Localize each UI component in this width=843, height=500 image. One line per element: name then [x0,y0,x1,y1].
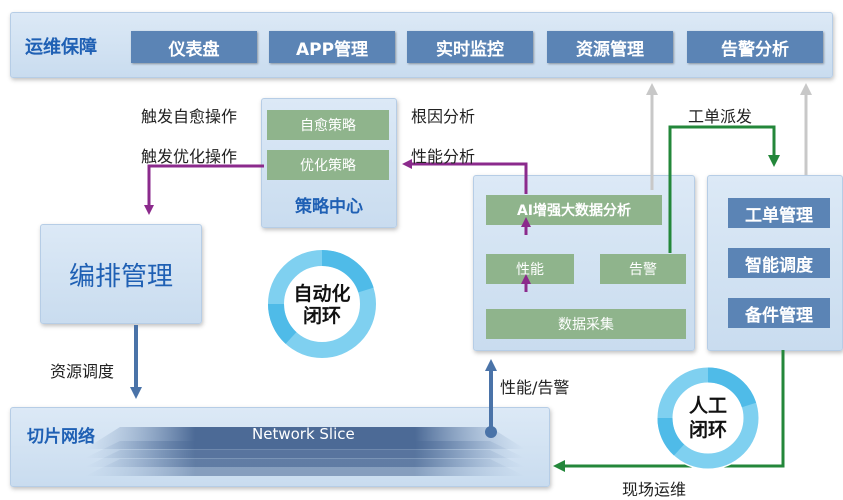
network-slice-stack [85,427,525,476]
work-order-panel: 工单管理 智能调度 备件管理 [707,175,843,351]
label-root-cause: 根因分析 [411,107,476,126]
label-ticket-dispatch: 工单派发 [688,107,753,126]
label-trigger-self-heal: 触发自愈操作 [141,107,238,126]
auto-loop-line2: 闭环 [302,305,341,327]
policy-center-title: 策略中心 [295,197,363,217]
top-bar-title: 运维保障 [25,37,97,58]
ai-analytics-panel: AI增强大数据分析 性能 告警 数据采集 [473,175,695,351]
green-flow-arrows [553,125,785,472]
manual-loop-ring-icon [656,366,760,470]
gray-up-arrows [646,83,812,190]
network-slice-label: Network Slice [252,425,355,443]
top-item-resource-management[interactable]: 资源管理 [547,31,673,63]
auto-loop-text: 自动化 闭环 [286,283,358,327]
manual-loop-text: 人工 闭环 [674,394,742,442]
manual-loop-line2: 闭环 [688,419,727,441]
purple-flow-arrows [144,159,531,292]
label-perf-analysis: 性能分析 [411,147,476,166]
optimize-policy[interactable]: 优化策略 [267,150,389,180]
manual-loop-line1: 人工 [688,395,727,417]
label-perf-alarm: 性能/告警 [500,378,570,397]
top-item-dashboard[interactable]: 仪表盘 [131,31,257,63]
work-order-management[interactable]: 工单管理 [728,198,830,228]
self-heal-policy[interactable]: 自愈策略 [267,110,389,140]
top-item-realtime-monitor[interactable]: 实时监控 [407,31,533,63]
data-collection-box[interactable]: 数据采集 [486,309,686,339]
auto-loop-line1: 自动化 [293,283,351,305]
auto-loop-ring-icon [267,249,377,359]
orchestration-title: 编排管理 [68,261,173,292]
label-field-ops: 现场运维 [622,480,687,499]
top-bar: 运维保障 仪表盘 APP管理 实时监控 资源管理 告警分析 [10,12,833,78]
ai-big-data-analysis[interactable]: AI增强大数据分析 [486,195,662,225]
top-item-alarm-analysis[interactable]: 告警分析 [687,31,823,63]
smart-scheduling[interactable]: 智能调度 [728,248,830,278]
label-resource-scheduling: 资源调度 [50,362,115,381]
spare-parts-management[interactable]: 备件管理 [728,298,830,328]
policy-center-panel: 自愈策略 优化策略 策略中心 [261,98,397,228]
blue-flow-arrows [130,325,497,432]
top-item-app-management[interactable]: APP管理 [269,31,395,63]
orchestration-panel: 编排管理 [40,224,202,324]
label-trigger-optimize: 触发优化操作 [141,147,238,166]
alarm-box[interactable]: 告警 [600,254,686,284]
slice-network-title: 切片网络 [27,427,95,447]
